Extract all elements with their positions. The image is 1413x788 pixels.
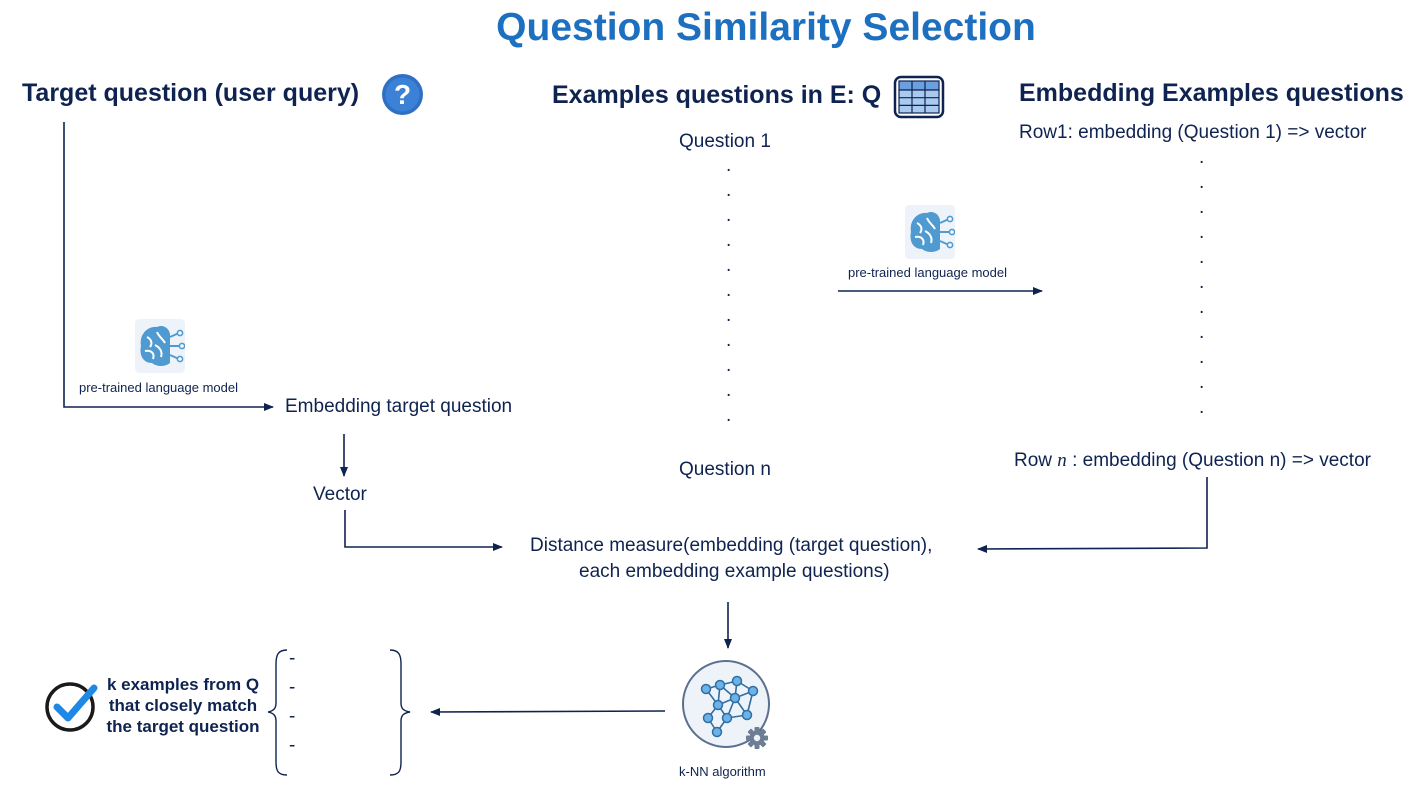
question-last: Question n bbox=[679, 459, 771, 480]
embedding-row-first: Row1: embedding (Question 1) => vector bbox=[1019, 122, 1367, 143]
model-label-middle: pre-trained language model bbox=[848, 265, 1007, 280]
ellipsis-dot: . bbox=[1199, 397, 1205, 418]
ellipsis-dot: . bbox=[726, 380, 732, 401]
arrow-vector-to-distance bbox=[344, 510, 503, 551]
vector-label: Vector bbox=[313, 484, 367, 505]
ellipsis-dot: . bbox=[1199, 172, 1205, 193]
embedding-row-last: Row n : embedding (Question n) => vector bbox=[1014, 450, 1371, 471]
page-title: Question Similarity Selection bbox=[496, 6, 1036, 49]
ellipsis-dot: . bbox=[1199, 147, 1205, 168]
ellipsis-dot: . bbox=[1199, 347, 1205, 368]
ellipsis-dot: . bbox=[1199, 372, 1205, 393]
ellipsis-dot: . bbox=[726, 280, 732, 301]
target-question-heading: Target question (user query) bbox=[22, 79, 360, 107]
result-item: - bbox=[289, 677, 296, 698]
arrow-target-to-embedding bbox=[63, 122, 274, 411]
ellipsis-dot: . bbox=[726, 180, 732, 201]
neural-network-gear-icon bbox=[682, 660, 770, 749]
ellipsis-dot: . bbox=[1199, 322, 1205, 343]
arrow-rows-to-distance bbox=[977, 477, 1208, 553]
ellipsis-dot: . bbox=[726, 255, 732, 276]
ellipsis-dot: . bbox=[726, 330, 732, 351]
ellipsis-dot: . bbox=[1199, 197, 1205, 218]
embedding-examples-heading: Embedding Examples questions bbox=[1019, 79, 1404, 107]
examples-heading: Examples questions in E: Q bbox=[552, 81, 882, 109]
table-icon bbox=[893, 75, 945, 119]
ellipsis-dot: . bbox=[1199, 222, 1205, 243]
svg-text:?: ? bbox=[394, 79, 411, 110]
checkmark-circle-icon bbox=[45, 682, 98, 732]
ellipsis-dot: . bbox=[1199, 272, 1205, 293]
ellipsis-dot: . bbox=[1199, 247, 1205, 268]
ellipsis-dot: . bbox=[726, 155, 732, 176]
embedding-target-label: Embedding target question bbox=[285, 396, 513, 417]
brain-network-icon bbox=[905, 205, 955, 259]
ellipsis-dot: . bbox=[726, 305, 732, 326]
ellipsis-dot: . bbox=[726, 355, 732, 376]
knn-label: k-NN algorithm bbox=[679, 764, 766, 779]
brain-network-icon bbox=[135, 319, 185, 373]
arrow-knn-to-result bbox=[430, 707, 666, 716]
distance-measure-line1: Distance measure(embedding (target quest… bbox=[530, 535, 933, 556]
ellipsis-dot: . bbox=[1199, 297, 1205, 318]
ellipsis-dot: . bbox=[726, 205, 732, 226]
result-item: - bbox=[289, 735, 296, 756]
model-label-left: pre-trained language model bbox=[79, 380, 238, 395]
ellipsis-dot: . bbox=[726, 230, 732, 251]
question-first: Question 1 bbox=[679, 131, 771, 152]
distance-measure-line2: each embedding example questions) bbox=[579, 561, 890, 582]
result-item: - bbox=[289, 706, 296, 727]
result-text: k examples from Q that closely match the… bbox=[106, 675, 260, 736]
question-mark-icon: ? bbox=[382, 74, 423, 115]
right-brace bbox=[389, 649, 411, 776]
ellipsis-dot: . bbox=[726, 405, 732, 426]
result-item: - bbox=[289, 648, 296, 669]
left-brace bbox=[267, 649, 288, 776]
